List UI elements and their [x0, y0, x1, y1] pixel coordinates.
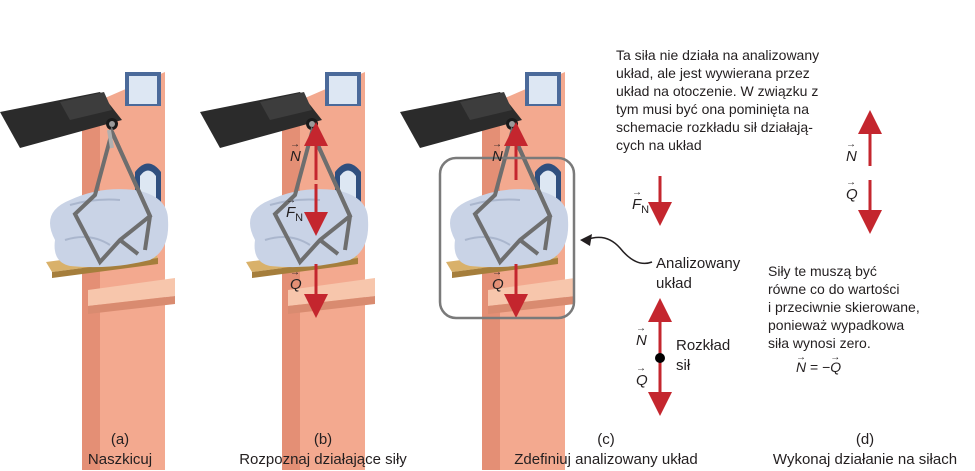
panel-c-system: [398, 70, 672, 471]
panel-b-forces: [198, 70, 377, 471]
hook-icon: [107, 129, 114, 149]
caption-d: (d)Wykonaj działanie na siłach: [772, 431, 958, 468]
system-pointer-line: [585, 236, 653, 265]
equation: N = −Q: [796, 349, 841, 376]
note-excluded-force: Ta siła nie działa na analizowany układ,…: [616, 47, 820, 153]
label-N-c: N: [492, 139, 503, 165]
caption-c: (c)Zdefiniuj analizowany układ: [514, 431, 698, 468]
label-Q-d: Q: [846, 177, 858, 203]
fbd-label: Rozkład sił: [676, 337, 731, 374]
label-Q-fbd: Q: [636, 363, 648, 389]
system-label: Analizowany układ: [656, 255, 741, 292]
caption-b: (b)Rozpoznaj działające siły: [239, 431, 407, 468]
label-F-excluded: FN: [632, 187, 649, 216]
label-N-fbd: N: [636, 323, 647, 349]
system-boundary-box: [438, 156, 576, 320]
label-Q-c: Q: [492, 267, 504, 293]
panel-a-sketch: [0, 70, 177, 471]
note-equal-opposite: Siły te muszą być równe co do wartości i…: [768, 263, 920, 351]
label-N-b: N: [290, 139, 301, 165]
label-Q-b: Q: [290, 267, 302, 293]
caption-a: (a)Naszkicuj: [87, 431, 153, 468]
fbd-point: [655, 353, 665, 363]
label-F-b: FN: [286, 195, 303, 224]
label-N-d: N: [846, 139, 857, 165]
